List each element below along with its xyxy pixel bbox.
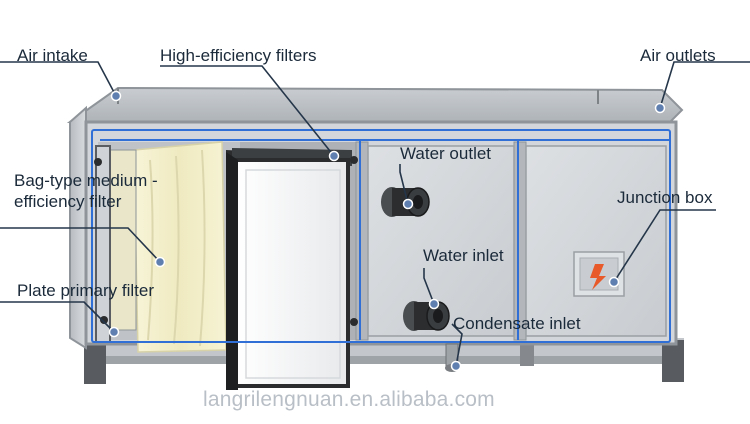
water-inlet-pipe	[403, 301, 450, 331]
corner-bolts	[94, 156, 358, 326]
label-condensate-inlet: Condensate inlet	[453, 314, 581, 333]
high-efficiency-filter-graphic	[226, 148, 352, 390]
junction-box	[573, 251, 625, 297]
label-water-outlet: Water outlet	[400, 144, 492, 163]
fan-panel	[525, 145, 667, 337]
leader-lines	[0, 61, 750, 367]
label-water-inlet: Water inlet	[423, 246, 504, 265]
label-bag-filter: Bag-type medium -efficiency filter	[14, 171, 158, 211]
label-junction-box: Junction box	[617, 188, 713, 207]
watermark: langrilengnuan.en.alibaba.com	[203, 388, 495, 411]
leader-dots	[108, 90, 666, 372]
label-high-efficiency-filters: High-efficiency filters	[160, 46, 317, 65]
highlight-outlines	[91, 129, 671, 343]
label-air-intake: Air intake	[17, 46, 88, 65]
label-plate-primary-filter: Plate primary filter	[17, 281, 154, 300]
label-air-outlets: Air outlets	[640, 46, 716, 65]
unit-roof	[66, 86, 684, 123]
